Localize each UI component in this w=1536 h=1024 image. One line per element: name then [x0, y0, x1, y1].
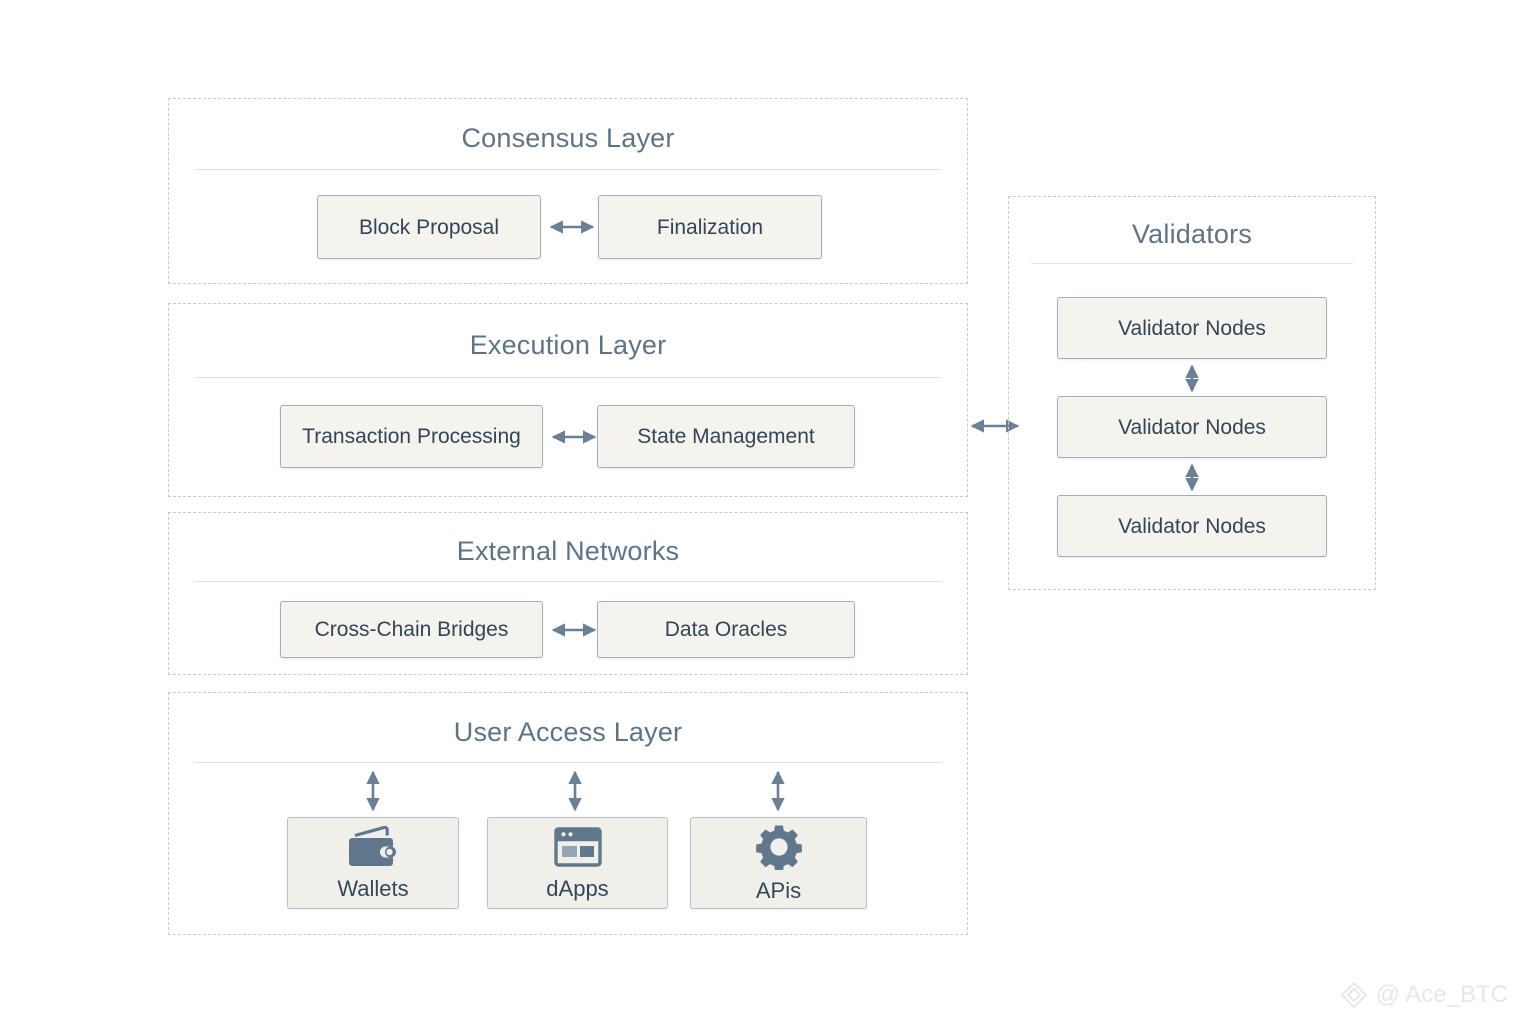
panel-consensus-layer: Consensus Layer Block Proposal Finalizat… [168, 98, 968, 284]
panel-title-consensus: Consensus Layer [461, 123, 675, 153]
tile-apis[interactable]: APis [690, 817, 867, 909]
node-transaction-processing[interactable]: Transaction Processing [280, 405, 543, 468]
panel-user-access-layer: User Access Layer [168, 692, 968, 935]
node-label: Validator Nodes [1118, 415, 1266, 439]
node-label: Block Proposal [358, 215, 500, 239]
connector-execution-to-validators [966, 415, 1024, 437]
watermark-handle: @ Ace_BTC [1375, 981, 1508, 1008]
panel-title-validators: Validators [1131, 219, 1253, 249]
panel-title-external-networks: External Networks [456, 536, 680, 566]
tile-label: Wallets [337, 876, 409, 901]
connector-apis-vertical-arrow [768, 766, 788, 816]
panel-execution-layer: Execution Layer Transaction Processing S… [168, 303, 968, 497]
connector-external-double-arrow [547, 620, 601, 640]
connector-execution-double-arrow [547, 427, 601, 447]
node-validator-nodes-2[interactable]: Validator Nodes [1057, 396, 1327, 458]
gear-icon [755, 824, 802, 872]
node-label: Validator Nodes [1118, 514, 1266, 538]
watermark: @ Ace_BTC [1339, 980, 1508, 1010]
node-validator-nodes-3[interactable]: Validator Nodes [1057, 495, 1327, 557]
panel-divider [194, 581, 942, 582]
panel-validators: Validators Validator Nodes Validator Nod… [1008, 196, 1376, 590]
panel-external-networks: External Networks Cross-Chain Bridges Da… [168, 512, 968, 675]
connector-consensus-double-arrow [545, 217, 599, 237]
node-label: Data Oracles [664, 618, 788, 641]
panel-divider [194, 762, 942, 763]
node-block-proposal[interactable]: Block Proposal [317, 195, 541, 259]
panel-divider [194, 377, 942, 378]
tile-dapps[interactable]: dApps [487, 817, 668, 909]
connector-validator-2-3-arrow [1182, 459, 1202, 496]
tile-wallets[interactable]: Wallets [287, 817, 459, 909]
browser-window-icon [553, 826, 603, 868]
node-cross-chain-bridges[interactable]: Cross-Chain Bridges [280, 601, 543, 658]
panel-title-user-access: User Access Layer [453, 717, 683, 747]
panel-title-execution: Execution Layer [469, 330, 667, 360]
panel-divider [194, 169, 942, 170]
connector-validator-1-2-arrow [1182, 360, 1202, 397]
wallet-icon [348, 825, 398, 868]
node-data-oracles[interactable]: Data Oracles [597, 601, 855, 658]
diamond-logo-icon [1339, 980, 1369, 1010]
panel-divider [1031, 263, 1353, 264]
connector-wallets-vertical-arrow [363, 766, 383, 816]
node-label: Cross-Chain Bridges [314, 618, 509, 641]
connector-dapps-vertical-arrow [565, 766, 585, 816]
node-label: Finalization [656, 215, 764, 239]
node-state-management[interactable]: State Management [597, 405, 855, 468]
tile-label: APis [755, 878, 802, 903]
node-label: State Management [637, 425, 815, 448]
tile-label: dApps [546, 876, 609, 901]
node-label: Transaction Processing [302, 425, 521, 448]
node-validator-nodes-1[interactable]: Validator Nodes [1057, 297, 1327, 359]
node-label: Validator Nodes [1118, 316, 1266, 340]
node-finalization[interactable]: Finalization [598, 195, 822, 259]
